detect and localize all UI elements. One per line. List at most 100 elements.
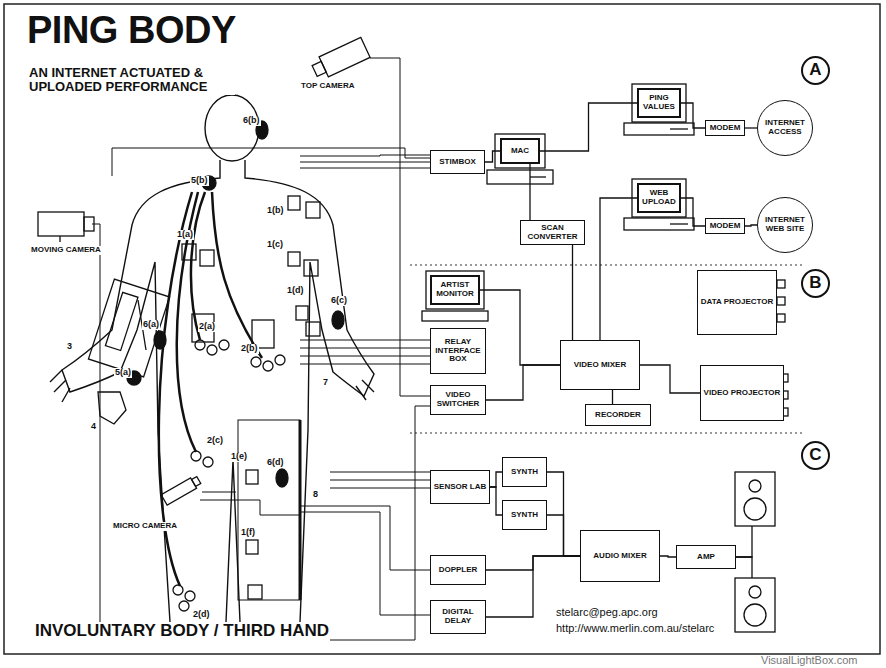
node-label: WEB UPLOAD xyxy=(639,189,679,207)
muscle-stimulator xyxy=(154,121,344,487)
connector xyxy=(745,225,757,226)
callout-number: 6(b) xyxy=(242,116,261,126)
node-label: AMP xyxy=(697,553,715,562)
callout-number: 4 xyxy=(90,422,97,432)
equipment-box: VIDEO MIXER xyxy=(560,340,640,390)
diagram-caption: INVOLUNTARY BODY / THIRD HAND xyxy=(34,622,330,641)
callout-number: 1(f) xyxy=(240,528,256,538)
node-label: INTERNET WEB SITE xyxy=(758,216,812,234)
contact-text: http://www.merlin.com.au/stelarc xyxy=(555,622,715,634)
equipment-box: SCAN CONVERTER xyxy=(520,220,585,245)
equipment-box: MODEM xyxy=(705,218,745,234)
node-label: ARTIST MONITOR xyxy=(432,281,478,299)
equipment-box: DIGITAL DELAY xyxy=(430,600,486,634)
circle-node: INTERNET WEB SITE xyxy=(757,197,813,253)
node-label: VIDEO MIXER xyxy=(574,361,626,370)
connector xyxy=(529,164,530,220)
callout-number: 2(a) xyxy=(198,322,216,332)
callout-number: 8 xyxy=(312,490,319,500)
equipment-box: AMP xyxy=(676,545,736,569)
wire xyxy=(92,58,430,640)
connector xyxy=(681,103,705,128)
equipment-box: AUDIO MIXER xyxy=(580,530,660,582)
node-label: VIDEO SWITCHER xyxy=(431,391,485,409)
equipment-box: RECORDER xyxy=(585,404,651,426)
monitor-screen: WEB UPLOAD xyxy=(637,183,681,213)
node-label: MODEM xyxy=(710,124,741,133)
monitor-screen: PING VALUES xyxy=(637,88,681,118)
connector xyxy=(486,365,560,400)
camera-label: MOVING CAMERA xyxy=(30,246,102,255)
node-label: MAC xyxy=(511,147,529,156)
electrode-pad xyxy=(182,196,320,600)
connector xyxy=(640,365,700,393)
connector xyxy=(490,487,502,515)
equipment-box: MODEM xyxy=(705,120,745,136)
callout-number: 5(a) xyxy=(114,368,132,378)
equipment-box: SENSOR LAB xyxy=(430,470,490,504)
callout-number: 1(a) xyxy=(176,230,194,240)
connector xyxy=(485,151,500,162)
connector xyxy=(681,198,705,226)
connector xyxy=(480,290,560,365)
node-label: B xyxy=(809,274,821,293)
equipment-box: DOPPLER xyxy=(430,555,486,585)
callout-number: 2(b) xyxy=(240,344,259,354)
monitor-screen: MAC xyxy=(500,138,540,164)
equipment-box: RELAY INTERFACE BOX xyxy=(430,328,486,374)
equipment-box: DATA PROJECTOR xyxy=(697,270,777,335)
camera-label: MICRO CAMERA xyxy=(112,522,178,531)
subtitle: AN INTERNET ACTUATED & UPLOADED PERFORMA… xyxy=(28,66,235,95)
third-hand xyxy=(88,279,169,424)
circle-node: INTERNET ACCESS xyxy=(757,100,813,156)
node-label: SCAN CONVERTER xyxy=(521,224,584,242)
camera-label: TOP CAMERA xyxy=(300,82,356,91)
computer-icon xyxy=(422,84,694,321)
camera-icon xyxy=(38,37,370,505)
callout-number: 1(b) xyxy=(266,206,285,216)
equipment-box: VIDEO PROJECTOR xyxy=(700,365,784,421)
section-divider xyxy=(410,265,805,433)
equipment-box: VIDEO SWITCHER xyxy=(430,385,486,415)
node-label: SENSOR LAB xyxy=(434,483,486,492)
snap-electrode xyxy=(159,192,285,611)
callout-number: 2(d) xyxy=(192,610,211,620)
connector xyxy=(600,198,637,340)
callout-number: 6(c) xyxy=(330,296,348,306)
circle-node: A xyxy=(801,56,830,85)
callout-number: 2(c) xyxy=(206,436,224,446)
node-label: MODEM xyxy=(710,222,741,231)
callout-number: 1(e) xyxy=(230,452,248,462)
callout-number: 7 xyxy=(322,378,329,388)
node-label: SYNTH xyxy=(511,468,538,477)
node-label: VIDEO PROJECTOR xyxy=(704,389,781,398)
equipment-box: SYNTH xyxy=(502,500,547,530)
equipment-box: SYNTH xyxy=(502,457,547,487)
node-label: DOPPLER xyxy=(439,566,478,575)
callout-number: 5(b) xyxy=(190,176,209,186)
contact-text: stelarc@peg.apc.org xyxy=(555,606,659,618)
connector xyxy=(745,127,757,128)
node-label: PING VALUES xyxy=(639,94,679,112)
connector xyxy=(612,390,613,404)
connector xyxy=(547,515,580,556)
diagram-title: PING BODY xyxy=(26,10,237,52)
callout-number: 6(a) xyxy=(142,320,160,330)
monitor-screen: ARTIST MONITOR xyxy=(430,275,480,305)
circle-node: C xyxy=(801,441,830,470)
connector xyxy=(660,556,676,557)
body-figure xyxy=(50,95,374,622)
node-label: C xyxy=(809,446,821,465)
frame xyxy=(4,4,880,654)
connector xyxy=(490,472,502,487)
node-label: DIGITAL DELAY xyxy=(431,608,485,626)
node-label: A xyxy=(809,61,821,80)
node-label: RELAY INTERFACE BOX xyxy=(431,338,485,364)
circle-node: B xyxy=(801,269,830,298)
connector xyxy=(572,245,573,340)
connector xyxy=(547,472,580,556)
node-label: INTERNET ACCESS xyxy=(758,119,812,137)
callout-number: 1(c) xyxy=(266,240,284,250)
node-label: DATA PROJECTOR xyxy=(701,298,774,307)
node-label: STIMBOX xyxy=(439,158,475,167)
